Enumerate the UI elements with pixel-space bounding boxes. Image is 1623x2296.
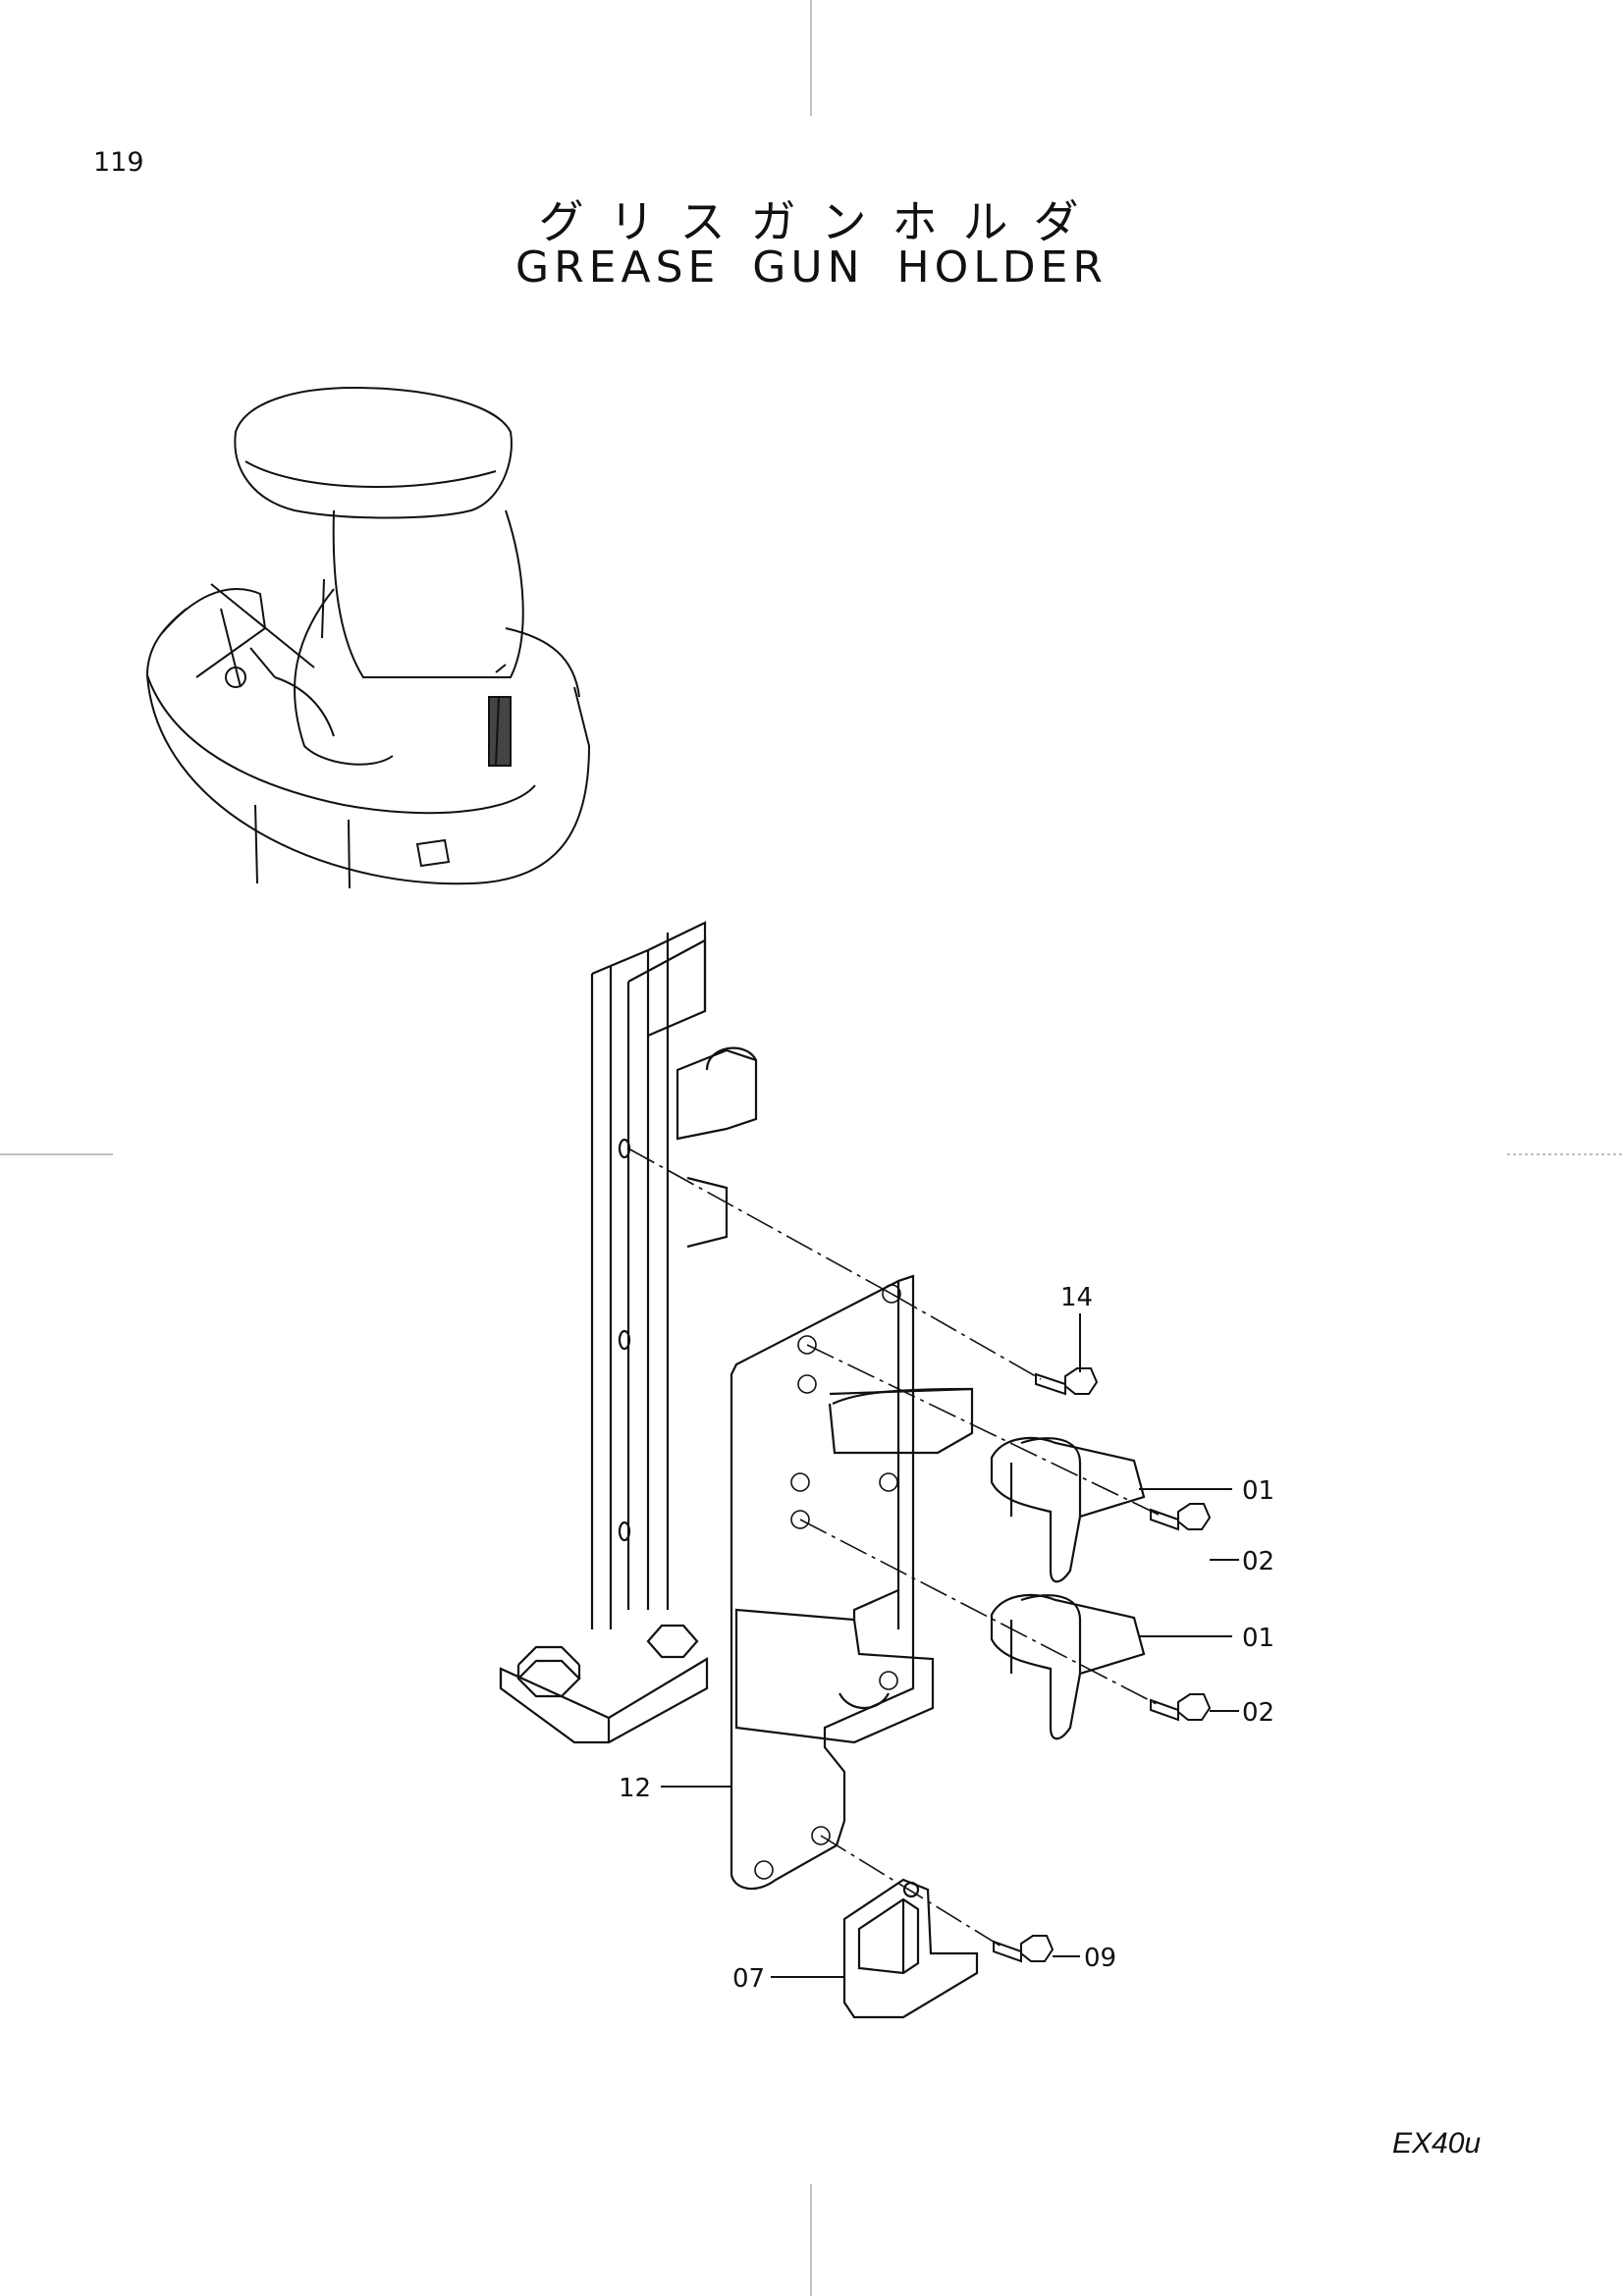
bolt-14 xyxy=(1035,1367,1099,1396)
model-code: EX40u xyxy=(1392,2127,1482,2160)
title-english: GREASE GUN HOLDER xyxy=(515,242,1108,293)
bolt-02-lower xyxy=(1150,1693,1212,1722)
callout-09: 09 xyxy=(1084,1944,1116,1973)
bolts xyxy=(993,1367,1212,1963)
assembly-lines xyxy=(627,1148,1160,1948)
machine-overview xyxy=(146,386,591,889)
mounting-post xyxy=(499,921,758,1744)
cup-holder xyxy=(842,1878,979,2019)
callout-02-lower: 02 xyxy=(1242,1698,1274,1728)
bolt-09 xyxy=(993,1935,1055,1963)
page-number: 119 xyxy=(93,147,144,178)
title-japanese: グリスガンホルダ xyxy=(538,195,1105,248)
callout-01-lower: 01 xyxy=(1242,1624,1274,1653)
callout-14: 14 xyxy=(1060,1283,1093,1312)
bolt-02-upper xyxy=(1150,1503,1212,1531)
callout-01-upper: 01 xyxy=(1242,1476,1274,1506)
callout-12: 12 xyxy=(619,1774,651,1803)
spring-clip-upper xyxy=(990,1436,1146,1583)
callout-labels: 14 01 02 01 02 12 07 09 xyxy=(619,1283,1274,1994)
callout-02-upper: 02 xyxy=(1242,1547,1274,1576)
bracket-plate xyxy=(730,1274,974,1891)
leader-lines xyxy=(661,1313,1239,1978)
spring-clip-lower xyxy=(990,1593,1146,1740)
callout-07: 07 xyxy=(732,1964,765,1994)
